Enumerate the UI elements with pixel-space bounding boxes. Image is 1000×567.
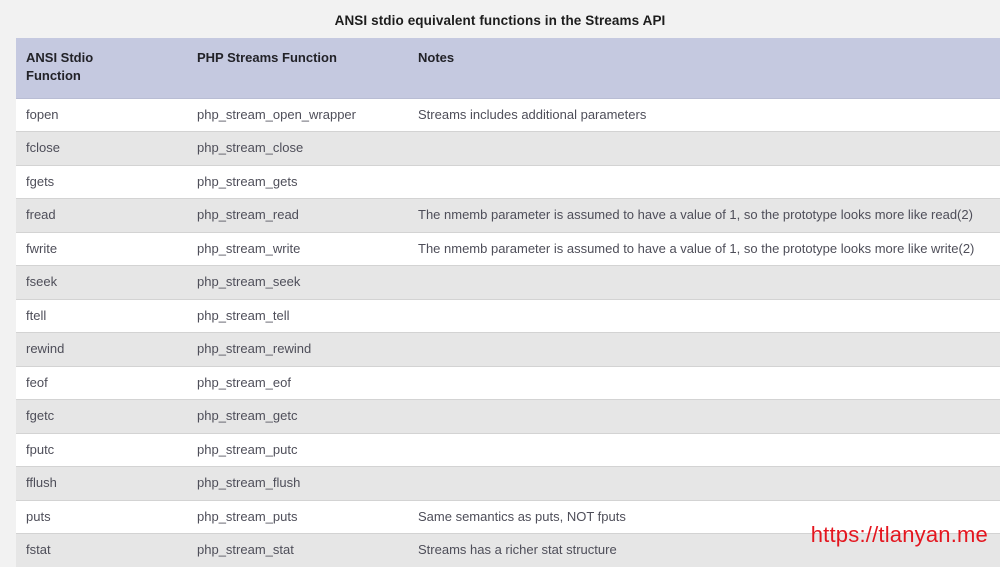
cell-ansi-function: fseek [16,265,187,300]
cell-ansi-function: fputc [16,432,187,467]
cell-notes: Same semantics as puts, NOT fputs [408,499,1000,534]
cell-php-function: php_stream_rewind [187,332,408,367]
column-header-ansi-line1: ANSI Stdio [26,50,94,65]
cell-notes [408,332,1000,367]
cell-php-function: php_stream_gets [187,164,408,199]
cell-php-function: php_stream_flush [187,466,408,501]
cell-notes [408,432,1000,467]
cell-php-function: php_stream_getc [187,399,408,434]
table-header-row: ANSI Stdio Function PHP Streams Function… [16,38,1000,99]
cell-notes [408,365,1000,400]
cell-ansi-function: fwrite [16,231,187,266]
column-header-php-label: PHP Streams Function [197,50,337,65]
cell-ansi-function: feof [16,365,187,400]
functions-table-container: ANSI Stdio Function PHP Streams Function… [16,38,1000,567]
cell-notes [408,466,1000,501]
cell-php-function: php_stream_open_wrapper [187,97,408,132]
page-title: ANSI stdio equivalent functions in the S… [334,13,666,28]
cell-php-function: php_stream_write [187,231,408,266]
cell-notes: Streams includes additional parameters [408,97,1000,132]
table-header: ANSI Stdio Function PHP Streams Function… [16,38,1000,99]
column-header-ansi-line2: Function [26,68,81,84]
cell-notes [408,131,1000,166]
cell-notes [408,298,1000,333]
column-header-notes-label: Notes [418,50,455,65]
cell-ansi-function: fopen [16,97,187,132]
cell-notes: The nmemb parameter is assumed to have a… [408,231,1000,266]
cell-notes: The nmemb parameter is assumed to have a… [408,198,1000,233]
cell-ansi-function: ftell [16,298,187,333]
cell-php-function: php_stream_putc [187,432,408,467]
cell-php-function: php_stream_seek [187,265,408,300]
cell-ansi-function: rewind [16,332,187,367]
cell-ansi-function: fgets [16,164,187,199]
cell-notes [408,265,1000,300]
cell-php-function: php_stream_eof [187,365,408,400]
cell-ansi-function: fstat [16,533,187,567]
cell-notes [408,399,1000,434]
watermark-url: https://tlanyan.me [810,522,988,547]
cell-ansi-function: puts [16,499,187,534]
cell-php-function: php_stream_puts [187,499,408,534]
column-header-php-streams-function: PHP Streams Function [187,38,408,99]
cell-ansi-function: fgetc [16,399,187,434]
column-header-ansi-stdio-function: ANSI Stdio Function [16,38,187,99]
cell-notes [408,164,1000,199]
cell-php-function: php_stream_tell [187,298,408,333]
cell-php-function: php_stream_stat [187,533,408,567]
cell-ansi-function: fread [16,198,187,233]
cell-php-function: php_stream_close [187,131,408,166]
functions-table: ANSI Stdio Function PHP Streams Function… [16,38,1000,567]
cell-ansi-function: fclose [16,131,187,166]
column-header-notes: Notes [408,38,1000,99]
cell-php-function: php_stream_read [187,198,408,233]
cell-ansi-function: fflush [16,466,187,501]
